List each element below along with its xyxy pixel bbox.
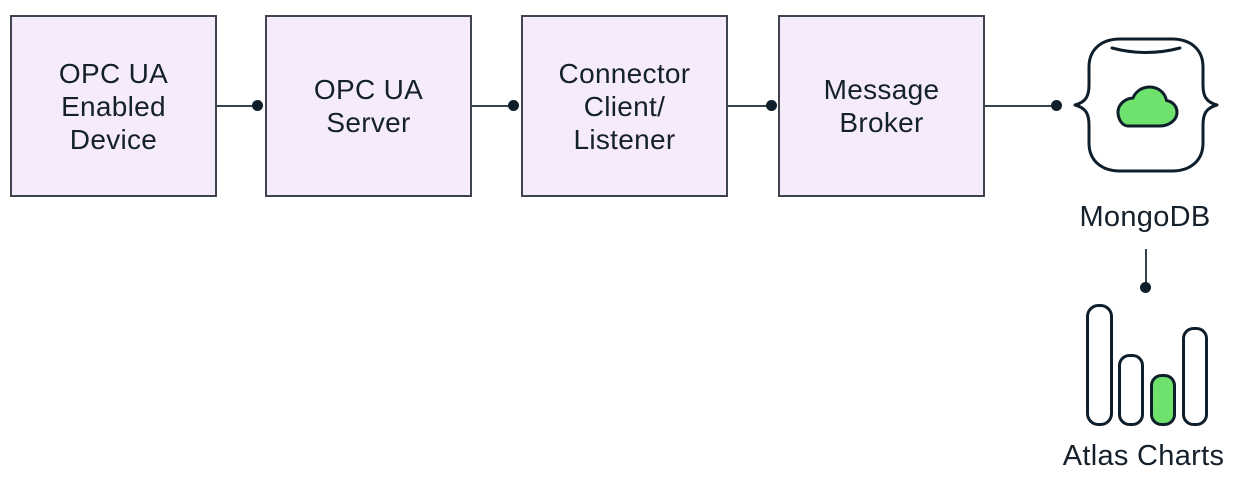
- node-label: OPC UA Server: [313, 74, 424, 138]
- node-connector-client-listener: Connector Client/ Listener: [521, 15, 728, 197]
- connector-dot-3: [766, 100, 777, 111]
- connector-line-5: [1145, 249, 1147, 284]
- connector-dot-1: [252, 100, 263, 111]
- node-opc-ua-server: OPC UA Server: [265, 15, 472, 197]
- connector-dot-4: [1051, 100, 1062, 111]
- node-label: OPC UA Enabled Device: [58, 57, 169, 155]
- chart-bar-4: [1182, 327, 1208, 426]
- node-message-broker: Message Broker: [778, 15, 985, 197]
- chart-bar-3-green: [1150, 374, 1176, 426]
- connector-dot-5: [1140, 282, 1151, 293]
- atlas-charts-icon: [1086, 304, 1208, 426]
- node-label: Message Broker: [823, 74, 940, 138]
- connector-line-1: [217, 105, 258, 107]
- cloud-icon: [1116, 85, 1179, 128]
- mongodb-label: MongoDB: [1079, 201, 1211, 233]
- chart-bar-1: [1086, 304, 1113, 426]
- node-opc-ua-enabled-device: OPC UA Enabled Device: [10, 15, 217, 197]
- connector-line-4: [985, 105, 1057, 107]
- connector-line-3: [728, 105, 772, 107]
- atlas-charts-label: Atlas Charts: [1062, 440, 1225, 472]
- node-label: Connector Client/ Listener: [558, 57, 691, 155]
- mongodb-icon-top-curve: [1110, 46, 1182, 54]
- mongodb-icon: [1073, 37, 1219, 173]
- connector-line-2: [472, 105, 514, 107]
- connector-dot-2: [508, 100, 519, 111]
- chart-bar-2: [1118, 354, 1144, 426]
